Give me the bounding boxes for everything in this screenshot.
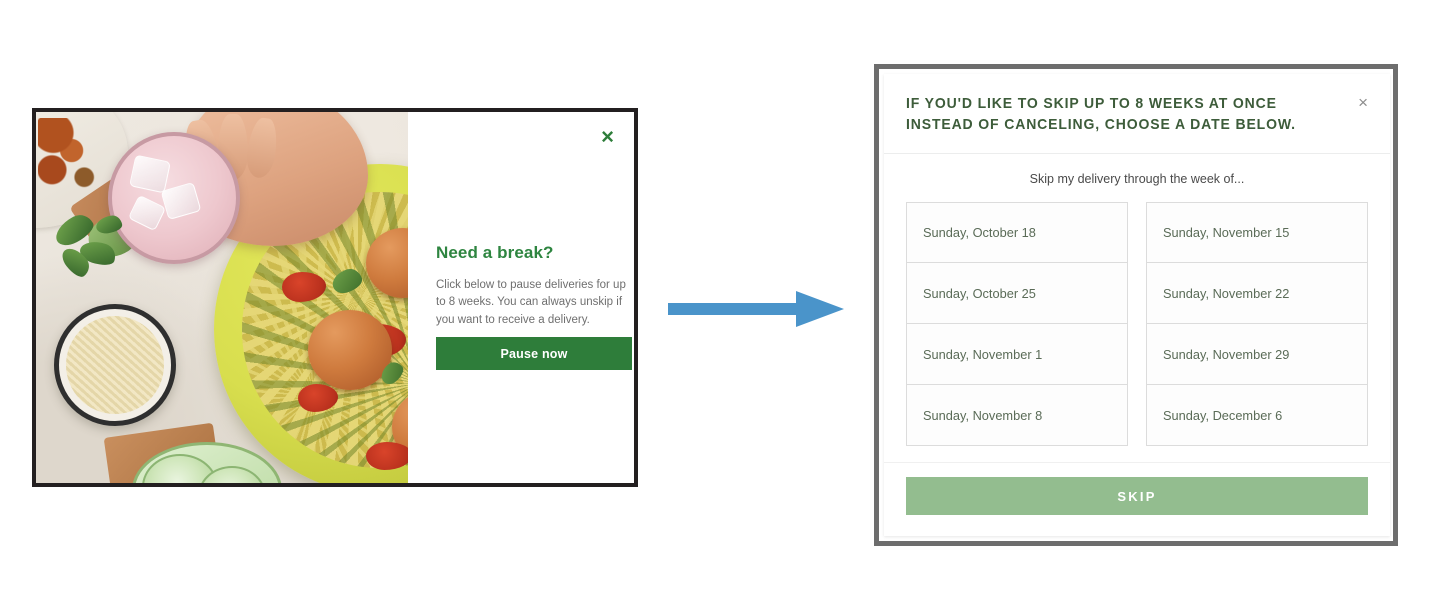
skip-button[interactable]: SKIP bbox=[906, 477, 1368, 515]
tomato-sauce bbox=[298, 384, 338, 412]
date-grid: Sunday, October 18 Sunday, October 25 Su… bbox=[884, 202, 1390, 446]
date-option[interactable]: Sunday, November 1 bbox=[906, 324, 1128, 385]
food-photo bbox=[36, 112, 408, 483]
modal-header: IF YOU'D LIKE TO SKIP UP TO 8 WEEKS AT O… bbox=[884, 74, 1390, 154]
date-option[interactable]: Sunday, November 29 bbox=[1146, 324, 1368, 385]
pause-card-title: Need a break? bbox=[436, 243, 554, 262]
basil-sprig bbox=[50, 208, 146, 288]
modal-footer: SKIP bbox=[884, 462, 1390, 531]
flow-arrow-icon bbox=[668, 291, 844, 327]
close-icon[interactable]: × bbox=[597, 124, 618, 150]
date-option[interactable]: Sunday, December 6 bbox=[1146, 385, 1368, 446]
pause-card-text-pane: × Need a break? Click below to pause del… bbox=[408, 112, 634, 483]
date-option[interactable]: Sunday, November 15 bbox=[1146, 202, 1368, 263]
tomato-sauce bbox=[366, 442, 408, 470]
modal-heading: IF YOU'D LIKE TO SKIP UP TO 8 WEEKS AT O… bbox=[906, 96, 1296, 133]
meatball bbox=[308, 310, 392, 390]
date-option[interactable]: Sunday, November 8 bbox=[906, 385, 1128, 446]
date-option[interactable]: Sunday, October 25 bbox=[906, 263, 1128, 324]
close-icon[interactable]: × bbox=[1354, 92, 1372, 113]
date-column-left: Sunday, October 18 Sunday, October 25 Su… bbox=[906, 202, 1128, 446]
date-option[interactable]: Sunday, November 22 bbox=[1146, 263, 1368, 324]
pause-now-button[interactable]: Pause now bbox=[436, 337, 632, 370]
food-crumbs bbox=[38, 118, 108, 192]
pause-card-body: Click below to pause deliveries for up t… bbox=[436, 279, 626, 326]
date-option[interactable]: Sunday, October 18 bbox=[906, 202, 1128, 263]
tomato-sauce bbox=[282, 272, 326, 302]
pause-promo-card: × Need a break? Click below to pause del… bbox=[32, 108, 638, 487]
grated-parmesan bbox=[66, 316, 164, 414]
date-column-right: Sunday, November 15 Sunday, November 22 … bbox=[1146, 202, 1368, 446]
skip-delivery-modal: IF YOU'D LIKE TO SKIP UP TO 8 WEEKS AT O… bbox=[884, 74, 1390, 536]
modal-subtitle: Skip my delivery through the week of... bbox=[1029, 172, 1245, 186]
